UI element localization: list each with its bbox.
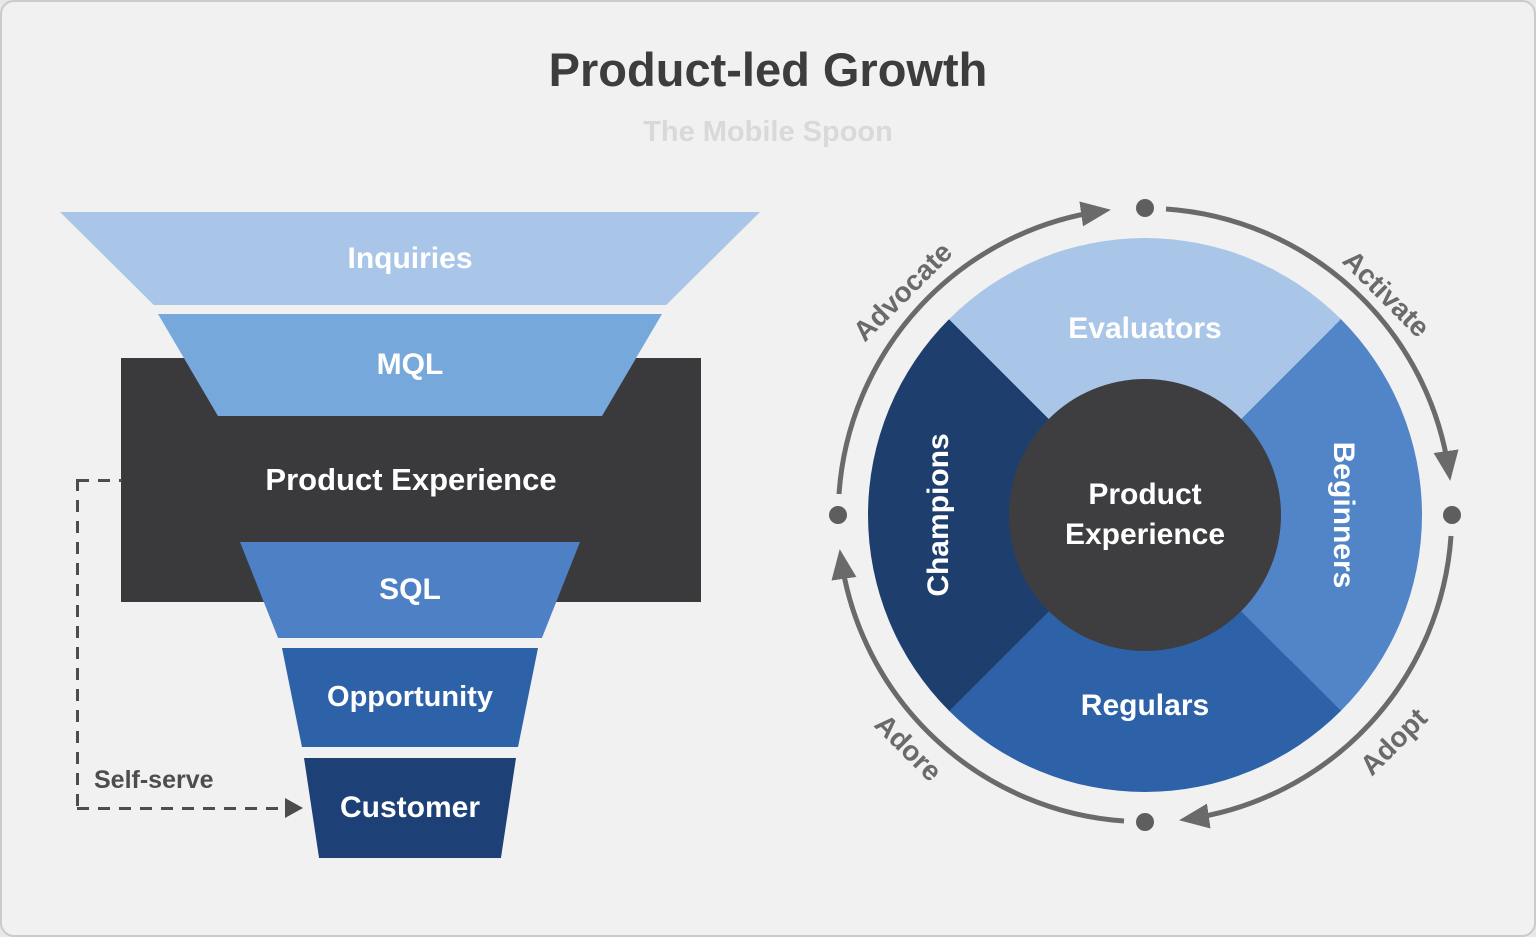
segment-label-regulars: Regulars: [1080, 689, 1210, 722]
self-serve-arrowhead-icon: [285, 798, 303, 818]
funnel-stage-label: MQL: [376, 348, 444, 381]
self-serve-connector-vertical: [76, 479, 79, 810]
funnel-stage-sql: SQL: [240, 542, 580, 638]
phase-label-adopt: Adopt: [1354, 702, 1434, 782]
product-experience-label: Product Experience: [265, 462, 557, 497]
segment-label-evaluators: Evaluators: [1068, 312, 1222, 345]
page-title: Product-led Growth: [548, 43, 988, 96]
segment-label-champions: Champions: [922, 433, 955, 597]
phase-label-adore: Adore: [868, 708, 948, 788]
funnel-stage-label: Customer: [339, 791, 481, 824]
funnel-stage-opportunity: Opportunity: [282, 648, 538, 747]
ring-dot-right: [1443, 506, 1461, 524]
ring-dot-top: [1136, 199, 1154, 217]
self-serve-connector-top: [77, 479, 122, 482]
ring-dot-bottom: [1136, 813, 1154, 831]
self-serve-label: Self-serve: [94, 766, 214, 794]
funnel-stage-label: Inquiries: [347, 241, 473, 275]
phase-label-activate: Activate: [1336, 244, 1436, 344]
cycle-center-label-line1: Product: [1088, 478, 1202, 511]
funnel-stage-label: Opportunity: [327, 681, 493, 713]
cycle-center-circle: Product Experience: [1009, 379, 1281, 651]
funnel-stage-inquiries: Inquiries: [60, 212, 760, 305]
page-subtitle: The Mobile Spoon: [643, 116, 893, 148]
funnel-stage-label: SQL: [379, 573, 441, 606]
segment-label-beginners: Beginners: [1327, 441, 1360, 589]
funnel-stage-customer: Customer: [304, 758, 516, 858]
self-serve-connector-bottom: [77, 807, 285, 810]
funnel-stage-mql: MQL: [158, 314, 662, 416]
ring-dot-left: [829, 506, 847, 524]
cycle-center-label-line2: Experience: [1064, 518, 1226, 551]
